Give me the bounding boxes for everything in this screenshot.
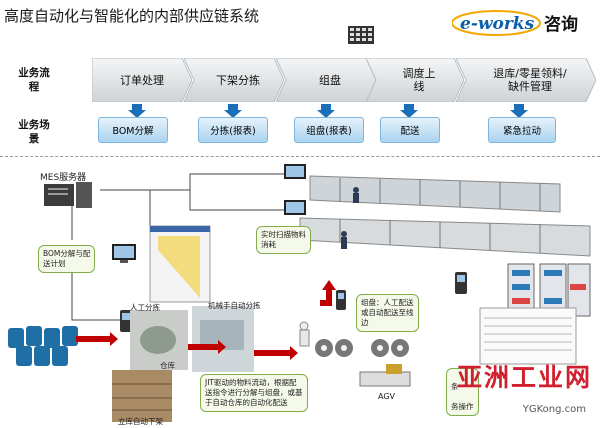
page-title: 高度自动化与智能化的内部供应链系统 bbox=[4, 7, 260, 25]
jit-callout: JIT驱动的物料流动，根据配 送指令进行分解与组盘，或基 于自动仓库的自动化配送 bbox=[200, 374, 308, 412]
stage-chevron bbox=[366, 58, 464, 102]
stage-chevron bbox=[184, 58, 284, 102]
stage-label: 订单处理 bbox=[120, 73, 164, 87]
eworks-logo: e-works 咨询 bbox=[451, 8, 594, 38]
stage-chevron bbox=[92, 58, 192, 102]
roll-centers bbox=[321, 345, 403, 351]
stereo-pick-label: 立库自动下架 bbox=[118, 417, 163, 426]
arrow-down-3 bbox=[317, 104, 335, 118]
logo-cn-text: 咨询 bbox=[544, 14, 578, 35]
scene-bom: BOM分解 bbox=[98, 117, 168, 143]
material-rolls bbox=[315, 339, 409, 357]
right-callout-text-2: 务操作 bbox=[451, 402, 474, 411]
monitor-icon-1 bbox=[112, 244, 136, 263]
pallet-callout: 组盘：人工配送 或自动配送至线 边 bbox=[356, 294, 419, 332]
stage-label: 退库/零星领料/ 缺件管理 bbox=[493, 67, 567, 93]
barrels bbox=[8, 326, 78, 366]
robot-sort-photo bbox=[192, 306, 254, 372]
scanner-icon-3 bbox=[336, 290, 346, 310]
scene-arrows bbox=[128, 104, 528, 118]
watermark-url: YGKong.com bbox=[522, 404, 586, 415]
agv-label: AGV bbox=[378, 392, 396, 401]
stage-3: 组盘 bbox=[276, 58, 376, 102]
assembly-line-upper bbox=[309, 175, 561, 213]
red-flow-arrows bbox=[76, 280, 336, 360]
section-divider bbox=[0, 156, 600, 157]
stage-chevron bbox=[276, 58, 376, 102]
arrow-down-2 bbox=[224, 104, 242, 118]
stage-4: 调度上 线 bbox=[366, 58, 464, 102]
scanner-icon-1 bbox=[455, 272, 467, 294]
red-arrow-1 bbox=[76, 332, 118, 346]
agv-vehicle bbox=[359, 364, 411, 387]
scene-delivery: 配送 bbox=[380, 117, 440, 143]
stage-2: 下架分拣 bbox=[184, 58, 284, 102]
realtime-callout: 实时扫描物料 消耗 bbox=[256, 226, 311, 254]
stage-5: 退库/零星领料/ 缺件管理 bbox=[456, 58, 596, 102]
scene-sorting: 分拣(报表) bbox=[198, 117, 268, 143]
monitor-icon-2 bbox=[284, 164, 306, 179]
arrow-down-1 bbox=[128, 104, 146, 118]
delivery-report-sheet bbox=[479, 307, 577, 365]
line-server-top bbox=[100, 173, 290, 191]
stage-label: 下架分拣 bbox=[216, 73, 260, 87]
mes-server-label: MES服务器 bbox=[40, 173, 87, 183]
report-table-image bbox=[149, 225, 211, 303]
storage-racks bbox=[507, 263, 591, 317]
bom-callout: BOM分解与配 送计划 bbox=[38, 245, 96, 273]
stage-1: 订单处理 bbox=[92, 58, 192, 102]
stage-chevron bbox=[456, 58, 596, 102]
arrow-down-5 bbox=[510, 104, 528, 118]
red-arrow-2 bbox=[188, 340, 226, 354]
right-callout-text-1: 条 bbox=[451, 382, 459, 391]
scene-urgent: 紧急拉动 bbox=[488, 117, 556, 143]
warehouse-photo bbox=[112, 370, 172, 422]
stage-label: 组盘 bbox=[319, 73, 341, 87]
logo-e-text: e-works bbox=[460, 14, 535, 34]
robot-sort-label: 机械手自动分拣 bbox=[208, 301, 261, 310]
row-label-process: 业务流 程 bbox=[18, 67, 50, 93]
warehouse-label: 仓库 bbox=[160, 361, 175, 370]
lower-illustration bbox=[8, 164, 591, 422]
watermark-logo: 亚洲工业网 bbox=[456, 363, 592, 392]
scene-pallet: 组盘(报表) bbox=[294, 117, 364, 143]
row-label-scene: 业务场 景 bbox=[18, 119, 50, 145]
worker-figures bbox=[341, 187, 359, 249]
server-icon bbox=[44, 182, 92, 208]
operator-figure bbox=[299, 321, 310, 347]
right-callout: 条 务操作 bbox=[446, 368, 479, 416]
monitor-icon-3 bbox=[284, 200, 306, 215]
grid-icon bbox=[348, 26, 374, 44]
manual-sort-label: 人工分拣 bbox=[130, 303, 160, 312]
eworks-logo-graphic: e-works 咨询 bbox=[451, 10, 578, 36]
red-arrow-up bbox=[320, 280, 336, 306]
red-arrow-3 bbox=[254, 346, 298, 360]
stage-label: 调度上 线 bbox=[402, 67, 436, 93]
line-server-mid bbox=[189, 190, 290, 211]
manual-sort-photo bbox=[130, 310, 188, 370]
line-bom-down bbox=[71, 270, 140, 321]
scanner-icon-2 bbox=[120, 310, 132, 332]
arrow-down-4 bbox=[400, 104, 418, 118]
